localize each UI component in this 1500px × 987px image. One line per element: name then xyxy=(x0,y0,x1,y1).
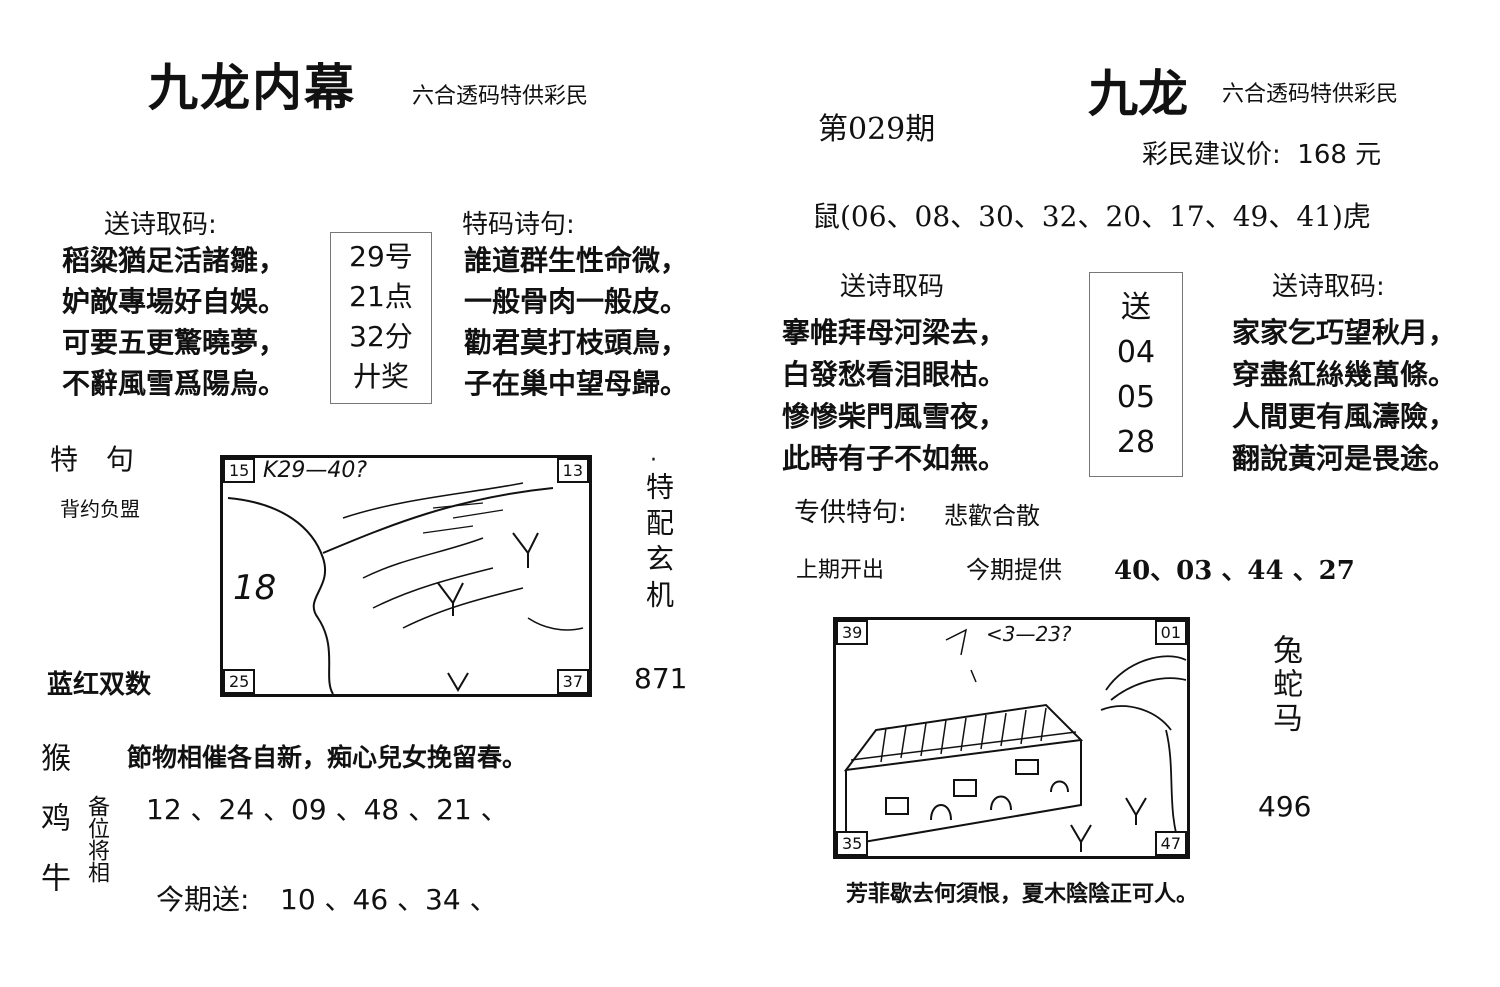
left-picture: K29—40? 18 15 13 25 37 xyxy=(220,455,592,697)
left-te-ju-text: 背约负盟 xyxy=(60,497,140,521)
corner-label: 13 xyxy=(556,458,589,483)
poem-line: 勸君莫打枝頭鳥， xyxy=(464,326,689,359)
right-subtitle: 六合透码特供彩民 xyxy=(1222,82,1399,107)
right-this-period: 今期提供 xyxy=(966,556,1062,584)
right-picture: <3—23? 39 01 35 47 xyxy=(833,617,1190,859)
left-center-box: 29号 21点 32分 廾奖 xyxy=(330,232,432,404)
corner-label: 01 xyxy=(1154,620,1187,645)
center-box-line: 29号 xyxy=(349,240,413,273)
left-poem: 稻粱猶足活諸雛， 妒敵專場好自娛。 可要五更驚曉夢， 不辭風雪爲陽烏。 xyxy=(62,240,286,404)
poem-line: 此時有子不如無。 xyxy=(782,442,1007,475)
center-box-line: 05 xyxy=(1116,380,1156,415)
left-title: 九龙内幕 xyxy=(148,58,356,117)
right-shu-hu: 鼠(06、08、30、32、20、17、49、41)虎 xyxy=(812,200,1371,233)
left-side-dot: · xyxy=(650,448,657,473)
right-price: 彩民建议价: 168 元 xyxy=(1142,140,1382,170)
left-special-poem: 誰道群生性命微， 一般骨肉一般皮。 勸君莫打枝頭鳥， 子在巢中望母歸。 xyxy=(464,240,688,404)
left-sketch-text: K29—40? xyxy=(263,458,368,483)
poem-line: 白發愁看泪眼枯。 xyxy=(782,358,1007,391)
center-box-line: 32分 xyxy=(349,320,413,353)
poem-line: 家家乞巧望秋月， xyxy=(1232,316,1457,349)
right-animals: 兔蛇马 xyxy=(1267,634,1302,736)
left-poem-label: 送诗取码: xyxy=(104,210,217,240)
left-list-numbers: 12 、24 、09 、48 、21 、 xyxy=(146,793,509,826)
poem-line: 翻說黃河是畏途。 xyxy=(1232,442,1457,475)
center-box-line: 21点 xyxy=(349,280,413,313)
right-poem-a: 搴帷拜母河梁去， 白發愁看泪眼枯。 慘慘柴門風雪夜， 此時有子不如無。 xyxy=(782,312,1006,480)
right-bottom-poem: 芳菲歇去何須恨，夏木陰陰正可人。 xyxy=(846,881,1199,907)
poem-line: 人間更有風濤險， xyxy=(1232,400,1457,433)
right-sketch-text: <3—23? xyxy=(986,622,1072,646)
right-last-period: 上期开出 xyxy=(796,558,885,583)
left-poem2: 節物相催各自新，痴心兒女挽留春。 xyxy=(127,743,528,772)
right-title: 九龙 xyxy=(1088,64,1188,123)
right-poem-label-b: 送诗取码: xyxy=(1272,272,1385,302)
corner-label: 39 xyxy=(836,620,869,645)
left-special-label: 特码诗句: xyxy=(462,210,575,240)
left-lanhong: 蓝红双数 xyxy=(47,670,152,700)
poem-line: 不辭風雪爲陽烏。 xyxy=(62,367,287,400)
right-poem-b: 家家乞巧望秋月， 穿盡紅絲幾萬條。 人間更有風濤險， 翻說黃河是畏途。 xyxy=(1232,312,1456,480)
poem-line: 妒敵專場好自娛。 xyxy=(62,285,287,318)
poem-line: 慘慘柴門風雪夜， xyxy=(782,400,1007,433)
center-box-line: 送 xyxy=(1121,290,1151,325)
poem-line: 誰道群生性命微， xyxy=(464,244,689,277)
corner-label: 15 xyxy=(223,458,256,483)
left-today-numbers: 10 、46 、34 、 xyxy=(280,883,498,916)
corner-label: 37 xyxy=(556,669,589,694)
right-poem-label-a: 送诗取码 xyxy=(840,272,945,302)
left-side-vertical: 特配玄机 xyxy=(642,472,675,616)
right-zhuan-text: 悲歡合散 xyxy=(944,502,1040,530)
right-center-box: 送 04 05 28 xyxy=(1089,272,1183,477)
center-box-line: 28 xyxy=(1116,425,1156,460)
left-today-label: 今期送: xyxy=(156,883,250,916)
left-beiwei: 备位将相 xyxy=(84,795,109,883)
poem-line: 搴帷拜母河梁去， xyxy=(782,316,1007,349)
right-zhuan-label: 专供特句: xyxy=(794,498,907,528)
left-sketch-drawing xyxy=(227,482,584,694)
poem-line: 可要五更驚曉夢， xyxy=(62,326,287,359)
poem-line: 穿盡紅絲幾萬條。 xyxy=(1232,358,1457,391)
poem-line: 稻粱猶足活諸雛， xyxy=(62,244,287,277)
left-subtitle: 六合透码特供彩民 xyxy=(412,84,589,109)
right-number-496: 496 xyxy=(1258,790,1312,823)
center-box-line: 04 xyxy=(1116,335,1156,370)
left-sketch-num: 18 xyxy=(233,568,277,608)
poem-line: 一般骨肉一般皮。 xyxy=(464,285,689,318)
left-animals: 猴鸡牛 xyxy=(35,742,70,922)
corner-label: 25 xyxy=(223,669,256,694)
corner-label: 35 xyxy=(836,831,869,856)
center-box-line: 廾奖 xyxy=(352,360,409,393)
right-issue: 第029期 xyxy=(818,112,936,147)
poem-line: 子在巢中望母歸。 xyxy=(464,367,689,400)
left-number-871: 871 xyxy=(634,662,688,695)
corner-label: 47 xyxy=(1154,831,1187,856)
right-this-numbers: 40、03 、44 、27 xyxy=(1114,556,1355,586)
left-te-ju-label: 特 句 xyxy=(50,443,135,476)
right-sketch-drawing xyxy=(843,628,1187,852)
